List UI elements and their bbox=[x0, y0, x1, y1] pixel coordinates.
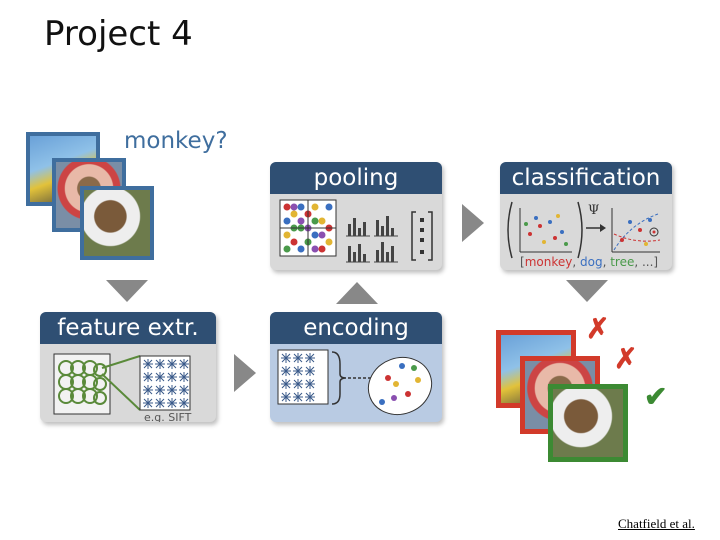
pooling-illustration bbox=[279, 199, 433, 263]
pooling-header: pooling bbox=[270, 162, 442, 194]
result-monkey-photo bbox=[548, 384, 628, 462]
feature-extraction-illustration: e.g. SIFT bbox=[53, 353, 192, 422]
classification-stage: classification Ψ [monkey, dog, tree, ...… bbox=[500, 162, 672, 270]
class-labels: [monkey, dog, tree, ...] bbox=[520, 255, 658, 269]
colored-grid-icon bbox=[279, 199, 337, 257]
citation-link[interactable]: Chatfield et al. bbox=[618, 516, 695, 531]
arrow-encoding-to-pooling bbox=[336, 282, 378, 304]
classification-header: classification bbox=[500, 162, 672, 194]
feature-extraction-stage: feature extr. e.g. S bbox=[40, 312, 216, 422]
arrow-classification-to-results bbox=[566, 280, 608, 302]
reject-mark-2: ✗ bbox=[614, 343, 638, 374]
arrow-pooling-to-classification bbox=[462, 204, 484, 242]
classification-illustration: Ψ [monkey, dog, tree, ...] bbox=[507, 201, 661, 269]
psi-symbol: Ψ bbox=[588, 203, 599, 218]
encoding-header: encoding bbox=[270, 312, 442, 344]
input-question-label: monkey? bbox=[124, 128, 228, 154]
accept-mark: ✔ bbox=[644, 381, 668, 412]
histogram-icon bbox=[346, 216, 398, 263]
sift-note: e.g. SIFT bbox=[144, 411, 192, 422]
arrow-input-to-feature bbox=[106, 280, 148, 302]
encoding-stage: encoding bbox=[270, 312, 442, 422]
arrow-feature-to-encoding bbox=[234, 354, 256, 392]
reject-mark-1: ✗ bbox=[586, 313, 610, 344]
feature-extraction-header: feature extr. bbox=[40, 312, 216, 344]
encoding-illustration bbox=[277, 349, 433, 415]
monkey-photo bbox=[80, 186, 154, 260]
vector-bracket-icon bbox=[411, 211, 433, 261]
pooling-stage: pooling bbox=[270, 162, 442, 270]
slide-title: Project 4 bbox=[44, 14, 193, 54]
